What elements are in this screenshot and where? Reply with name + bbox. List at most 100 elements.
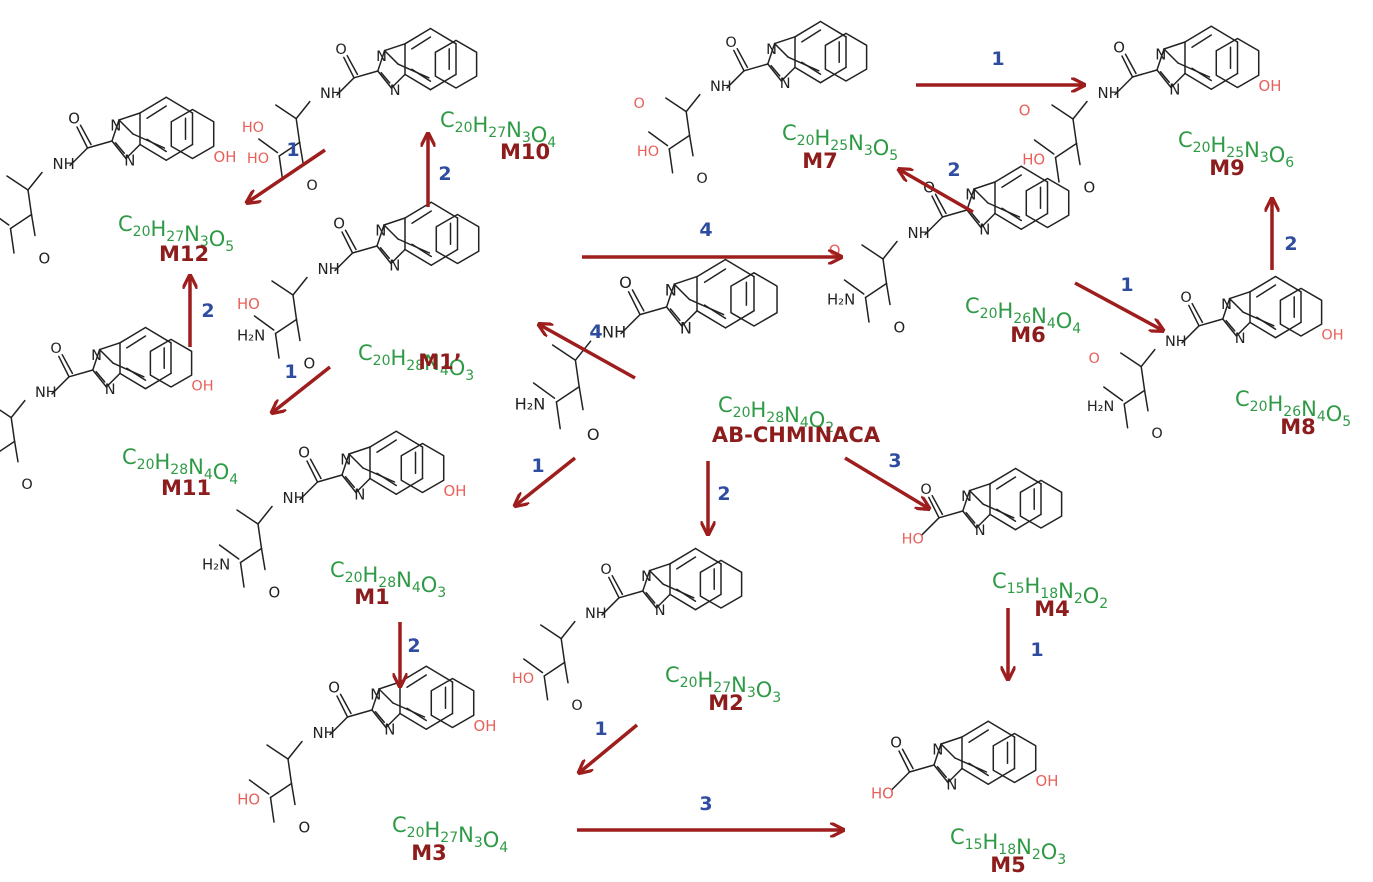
- bond: [1157, 70, 1171, 88]
- bond: [292, 784, 296, 805]
- formula-element: C: [1235, 387, 1250, 411]
- bond: [696, 549, 722, 564]
- hydroxyl-label: OH: [191, 378, 213, 394]
- formula-count: 27: [166, 229, 184, 245]
- bond: [981, 214, 995, 228]
- bond: [276, 320, 297, 334]
- cyclohexyl-ring: [1216, 39, 1258, 88]
- bond: [398, 64, 429, 78]
- formula-count: 5: [225, 239, 234, 255]
- bond: [632, 290, 643, 311]
- formula-element: H: [425, 818, 441, 842]
- formula-m2: C20H27N3O3: [665, 663, 781, 706]
- atom-label-o: O: [725, 35, 736, 51]
- formula-count: 28: [406, 358, 424, 374]
- bond: [337, 78, 354, 95]
- acid-hydroxyl-label: HO: [902, 531, 924, 547]
- atom-label-n: N: [965, 186, 976, 204]
- bond: [112, 120, 119, 141]
- formula-element: O: [1269, 143, 1286, 167]
- bond: [11, 401, 25, 418]
- bond: [934, 765, 948, 783]
- bond: [241, 549, 262, 563]
- formula-count: 3: [465, 368, 474, 384]
- bond: [821, 21, 847, 36]
- formula-count: 20: [733, 405, 751, 421]
- bond: [77, 127, 88, 148]
- bond: [405, 74, 431, 89]
- bond: [619, 591, 643, 598]
- bond: [412, 211, 431, 223]
- formula-count: 28: [170, 462, 188, 478]
- bond: [93, 370, 107, 387]
- compound-name-m9: M9: [1209, 156, 1245, 180]
- bond: [682, 311, 697, 326]
- acid-hydroxyl-label: HO: [637, 144, 659, 160]
- bond: [887, 284, 891, 305]
- bond: [988, 203, 1020, 217]
- bond: [971, 212, 980, 223]
- bond: [726, 311, 755, 328]
- bond: [391, 74, 405, 88]
- bond: [561, 639, 564, 663]
- bond: [426, 666, 452, 682]
- bond: [941, 744, 955, 758]
- formula-count: 20: [137, 457, 155, 473]
- bond: [995, 214, 1021, 230]
- bond: [391, 250, 405, 264]
- bond: [342, 475, 356, 493]
- formula-count: 2: [1032, 847, 1041, 863]
- formula-count: 2: [1099, 596, 1108, 612]
- formula-count: 4: [204, 467, 213, 483]
- step-label-r-m6-m7: 2: [947, 159, 960, 181]
- formula-count: 3: [437, 585, 446, 601]
- bond: [335, 253, 353, 271]
- formula-count: 20: [797, 133, 815, 149]
- atom-label-n: N: [375, 222, 386, 240]
- atom-label-nh: NH: [1098, 84, 1120, 102]
- carbonyl-label: O: [21, 477, 32, 493]
- bond: [677, 557, 696, 569]
- bond: [963, 511, 977, 528]
- bond: [1236, 322, 1250, 336]
- bond: [1124, 390, 1144, 404]
- carbonyl-label: O: [299, 819, 311, 837]
- bond: [744, 64, 768, 71]
- carbonyl-label: O: [38, 250, 50, 268]
- bond: [866, 284, 887, 298]
- formula-m6: C20H26N4O4: [965, 294, 1081, 337]
- atom-label-n: N: [975, 523, 986, 539]
- structures-layer: NNONHH₂NONNONHH₂NOHONNONHHOOHOOHNNONHHOO…: [0, 21, 1344, 837]
- formula-count: 3: [1260, 150, 1269, 166]
- bond: [1161, 72, 1170, 83]
- bond: [1171, 74, 1185, 88]
- bond: [70, 148, 88, 166]
- bond: [768, 44, 775, 64]
- bond: [300, 142, 303, 162]
- bond: [405, 28, 431, 43]
- bond: [775, 44, 789, 58]
- formula-element: N: [731, 673, 747, 697]
- bond: [670, 309, 680, 320]
- acid-carbonyl-label: O: [1019, 102, 1031, 120]
- bond: [384, 218, 405, 225]
- cyclohexyl-ring: [150, 339, 191, 387]
- bond: [995, 166, 1021, 182]
- bond: [967, 189, 974, 210]
- carbonyl-label: O: [306, 178, 317, 194]
- formula-count: 4: [547, 135, 556, 151]
- formula-element: C: [330, 558, 345, 582]
- bond: [271, 784, 292, 798]
- compound-name-m7: M7: [802, 149, 838, 173]
- bond: [337, 696, 348, 717]
- atom-label-n: N: [110, 117, 121, 135]
- bond: [696, 594, 722, 609]
- bond: [347, 56, 357, 75]
- amine-label: H₂N: [827, 291, 855, 309]
- bond: [1157, 49, 1164, 70]
- bond: [385, 51, 399, 65]
